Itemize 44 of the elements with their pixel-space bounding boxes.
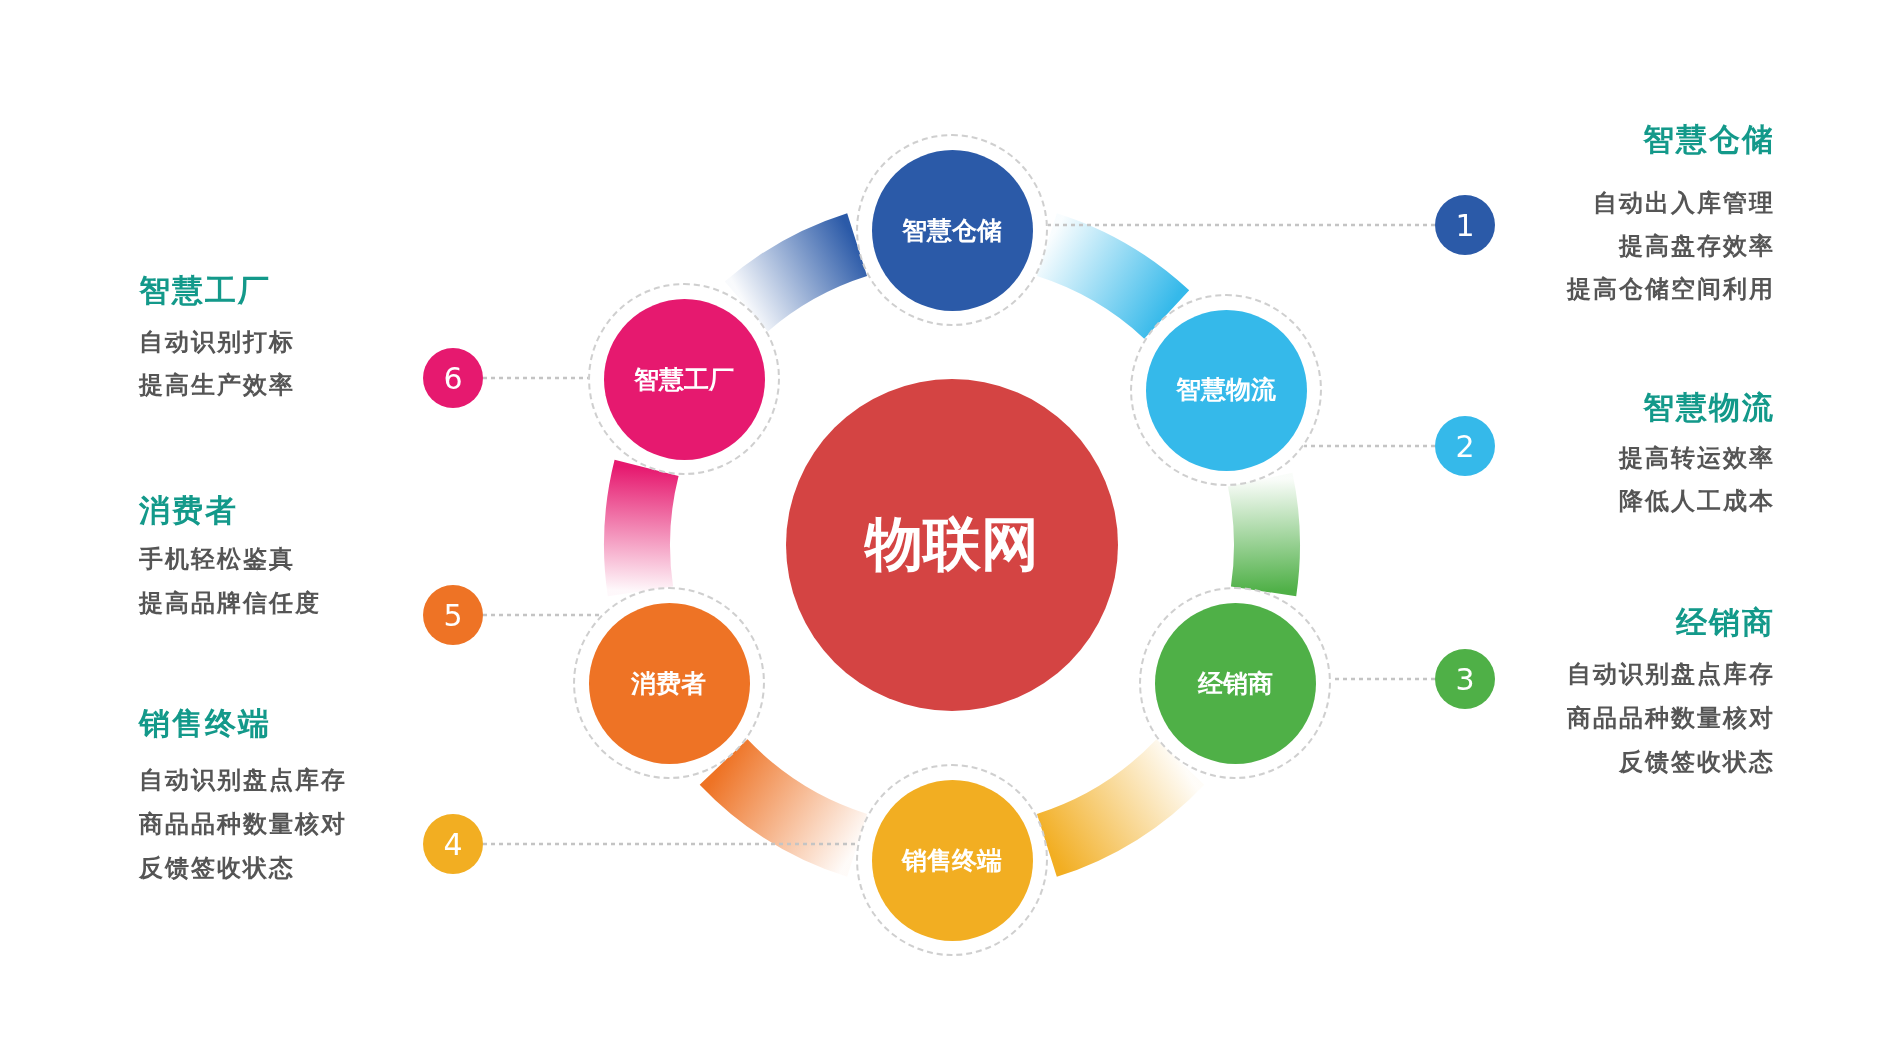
topic-circle: 智慧工厂	[588, 283, 780, 476]
leader-line	[483, 613, 602, 617]
ring-arc	[604, 461, 679, 595]
section-heading: 智慧工厂	[139, 275, 271, 305]
feature-text: 提高转运效率	[1619, 443, 1775, 473]
feature-text: 自动出入库管理	[1593, 188, 1775, 218]
section-heading: 智慧物流	[1643, 392, 1775, 422]
feature-text: 反馈签收状态	[1619, 747, 1775, 777]
feature-text: 提高生产效率	[139, 370, 295, 400]
topic-circle: 经销商	[1139, 587, 1332, 780]
number-badge: 1	[1435, 195, 1495, 255]
leader-line	[483, 842, 858, 846]
number-badge: 5	[423, 585, 483, 645]
section-heading: 经销商	[1676, 607, 1775, 637]
center-circle: 物联网	[786, 379, 1118, 711]
feature-text: 提高仓储空间利用	[1567, 274, 1775, 304]
feature-text: 提高品牌信任度	[139, 588, 321, 618]
feature-text: 手机轻松鉴真	[139, 544, 295, 574]
feature-text: 反馈签收状态	[139, 853, 295, 883]
ring-arc	[1227, 474, 1300, 595]
feature-text: 降低人工成本	[1619, 486, 1775, 516]
feature-text: 提高盘存效率	[1619, 231, 1775, 261]
topic-circle: 智慧物流	[1130, 293, 1323, 486]
section-heading: 消费者	[139, 495, 238, 525]
feature-text: 商品品种数量核对	[1567, 703, 1775, 733]
section-heading: 智慧仓储	[1643, 124, 1775, 154]
feature-text: 自动识别打标	[139, 327, 295, 357]
number-badge: 4	[423, 814, 483, 874]
feature-text: 自动识别盘点库存	[139, 765, 347, 795]
ring-arc	[701, 737, 869, 877]
topic-circle: 消费者	[572, 587, 765, 780]
number-badge: 3	[1435, 649, 1495, 709]
feature-text: 商品品种数量核对	[139, 809, 347, 839]
topic-circle: 销售终端	[856, 764, 1048, 956]
section-heading: 销售终端	[139, 708, 271, 738]
leader-line	[1304, 444, 1435, 448]
leader-line	[1047, 223, 1435, 227]
ring-arc	[726, 213, 869, 333]
ring-arc	[1035, 213, 1188, 340]
feature-text: 自动识别盘点库存	[1567, 659, 1775, 689]
topic-circle: 智慧仓储	[856, 134, 1048, 326]
number-badge: 6	[423, 348, 483, 408]
ring-arc	[1035, 737, 1203, 877]
number-badge: 2	[1435, 416, 1495, 476]
